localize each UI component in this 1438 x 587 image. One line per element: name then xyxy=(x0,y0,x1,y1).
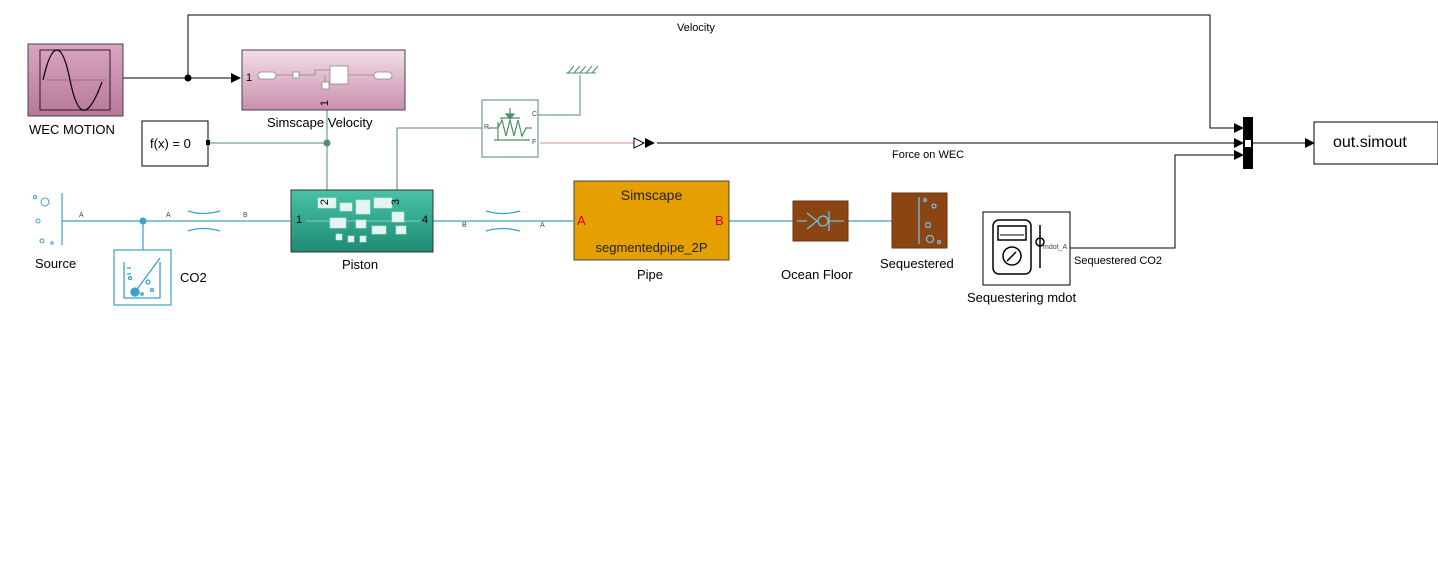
pipe-block[interactable] xyxy=(573,180,730,261)
check-valve-icon xyxy=(797,211,844,231)
simscape-velocity-label: Simscape Velocity xyxy=(267,115,373,130)
sequestering-mdot-block[interactable] xyxy=(982,211,1071,286)
physical-branch-point xyxy=(139,217,147,225)
piston-port-3: 3 xyxy=(390,198,403,206)
spring-port-r: R xyxy=(484,124,490,131)
mux-highlight xyxy=(1245,140,1251,147)
velocity-signal-label: Velocity xyxy=(677,22,715,34)
physical-lines xyxy=(62,220,912,250)
source-block[interactable] xyxy=(33,193,63,245)
force-signal-label: Force on WEC xyxy=(892,149,965,161)
sequestering-mdot-label: Sequestering mdot xyxy=(967,290,1077,305)
source-label: Source xyxy=(35,256,77,271)
piston-port-2: 2 xyxy=(319,198,332,206)
simscape-velocity-port-in: 1 xyxy=(246,72,253,84)
ps-converter-arrow-icon xyxy=(633,137,646,149)
restriction-1-icon[interactable] xyxy=(187,210,221,232)
restriction-2-port-b: B xyxy=(462,222,467,229)
sequestering-mdot-port: mdot_A xyxy=(1043,244,1068,251)
fx-block[interactable] xyxy=(141,120,209,167)
simscape-velocity-block[interactable] xyxy=(241,49,406,111)
signal-lines xyxy=(123,14,1315,249)
branch-point xyxy=(184,74,192,82)
piston-internal-icon xyxy=(306,197,420,243)
velocity-signal-line[interactable] xyxy=(187,14,1244,133)
fx-text: f(x) = 0 xyxy=(150,136,191,151)
wec-icon-frame xyxy=(39,49,111,111)
pipe-port-a: A xyxy=(577,213,586,228)
source-port-a: A xyxy=(79,212,84,219)
pipe-port-b: B xyxy=(715,213,724,228)
spring-port-f: F xyxy=(532,139,537,146)
subsystem-diagram-icon xyxy=(257,65,393,90)
beaker-icon xyxy=(123,257,161,299)
pipe-title: Simscape xyxy=(620,187,683,203)
flow-sensor-icon xyxy=(992,219,1045,275)
pipe-subtitle: segmentedpipe_2P xyxy=(595,240,708,255)
out-simout-block[interactable] xyxy=(1313,121,1438,165)
piston-label: Piston xyxy=(342,257,379,272)
sequestered-co2-signal-label: Sequestered CO2 xyxy=(1074,255,1163,267)
piston-port-1: 1 xyxy=(296,214,303,226)
mech-lines xyxy=(209,75,581,190)
co2-block[interactable] xyxy=(113,249,172,306)
sequestered-co2-signal-line[interactable] xyxy=(1070,150,1244,249)
ocean-floor-label: Ocean Floor xyxy=(781,267,853,282)
piston-to-spring-line[interactable] xyxy=(396,127,482,190)
reservoir-icon xyxy=(918,197,942,245)
spring-icon xyxy=(488,108,532,141)
restriction-1-port-b: B xyxy=(243,212,248,219)
simscape-velocity-port-bottom: 1 xyxy=(319,99,332,107)
pipe-label: Pipe xyxy=(637,267,664,282)
spring-port-c: C xyxy=(532,111,538,118)
mechanical-ground-icon xyxy=(566,65,599,74)
restriction-2-icon[interactable] xyxy=(485,210,521,232)
restriction-1-port-a: A xyxy=(166,212,171,219)
piston-port-4: 4 xyxy=(422,214,429,226)
spring-to-ground-line[interactable] xyxy=(538,75,581,116)
out-simout-label: out.simout xyxy=(1333,134,1407,151)
signal-arrow-icon xyxy=(645,138,655,148)
fx-port xyxy=(206,140,210,145)
sequestered-label: Sequestered xyxy=(880,256,954,271)
co2-label: CO2 xyxy=(180,270,207,285)
wec-motion-label: WEC MOTION xyxy=(29,122,115,137)
restriction-2-port-a: A xyxy=(540,222,545,229)
mech-branch-point xyxy=(323,139,331,147)
